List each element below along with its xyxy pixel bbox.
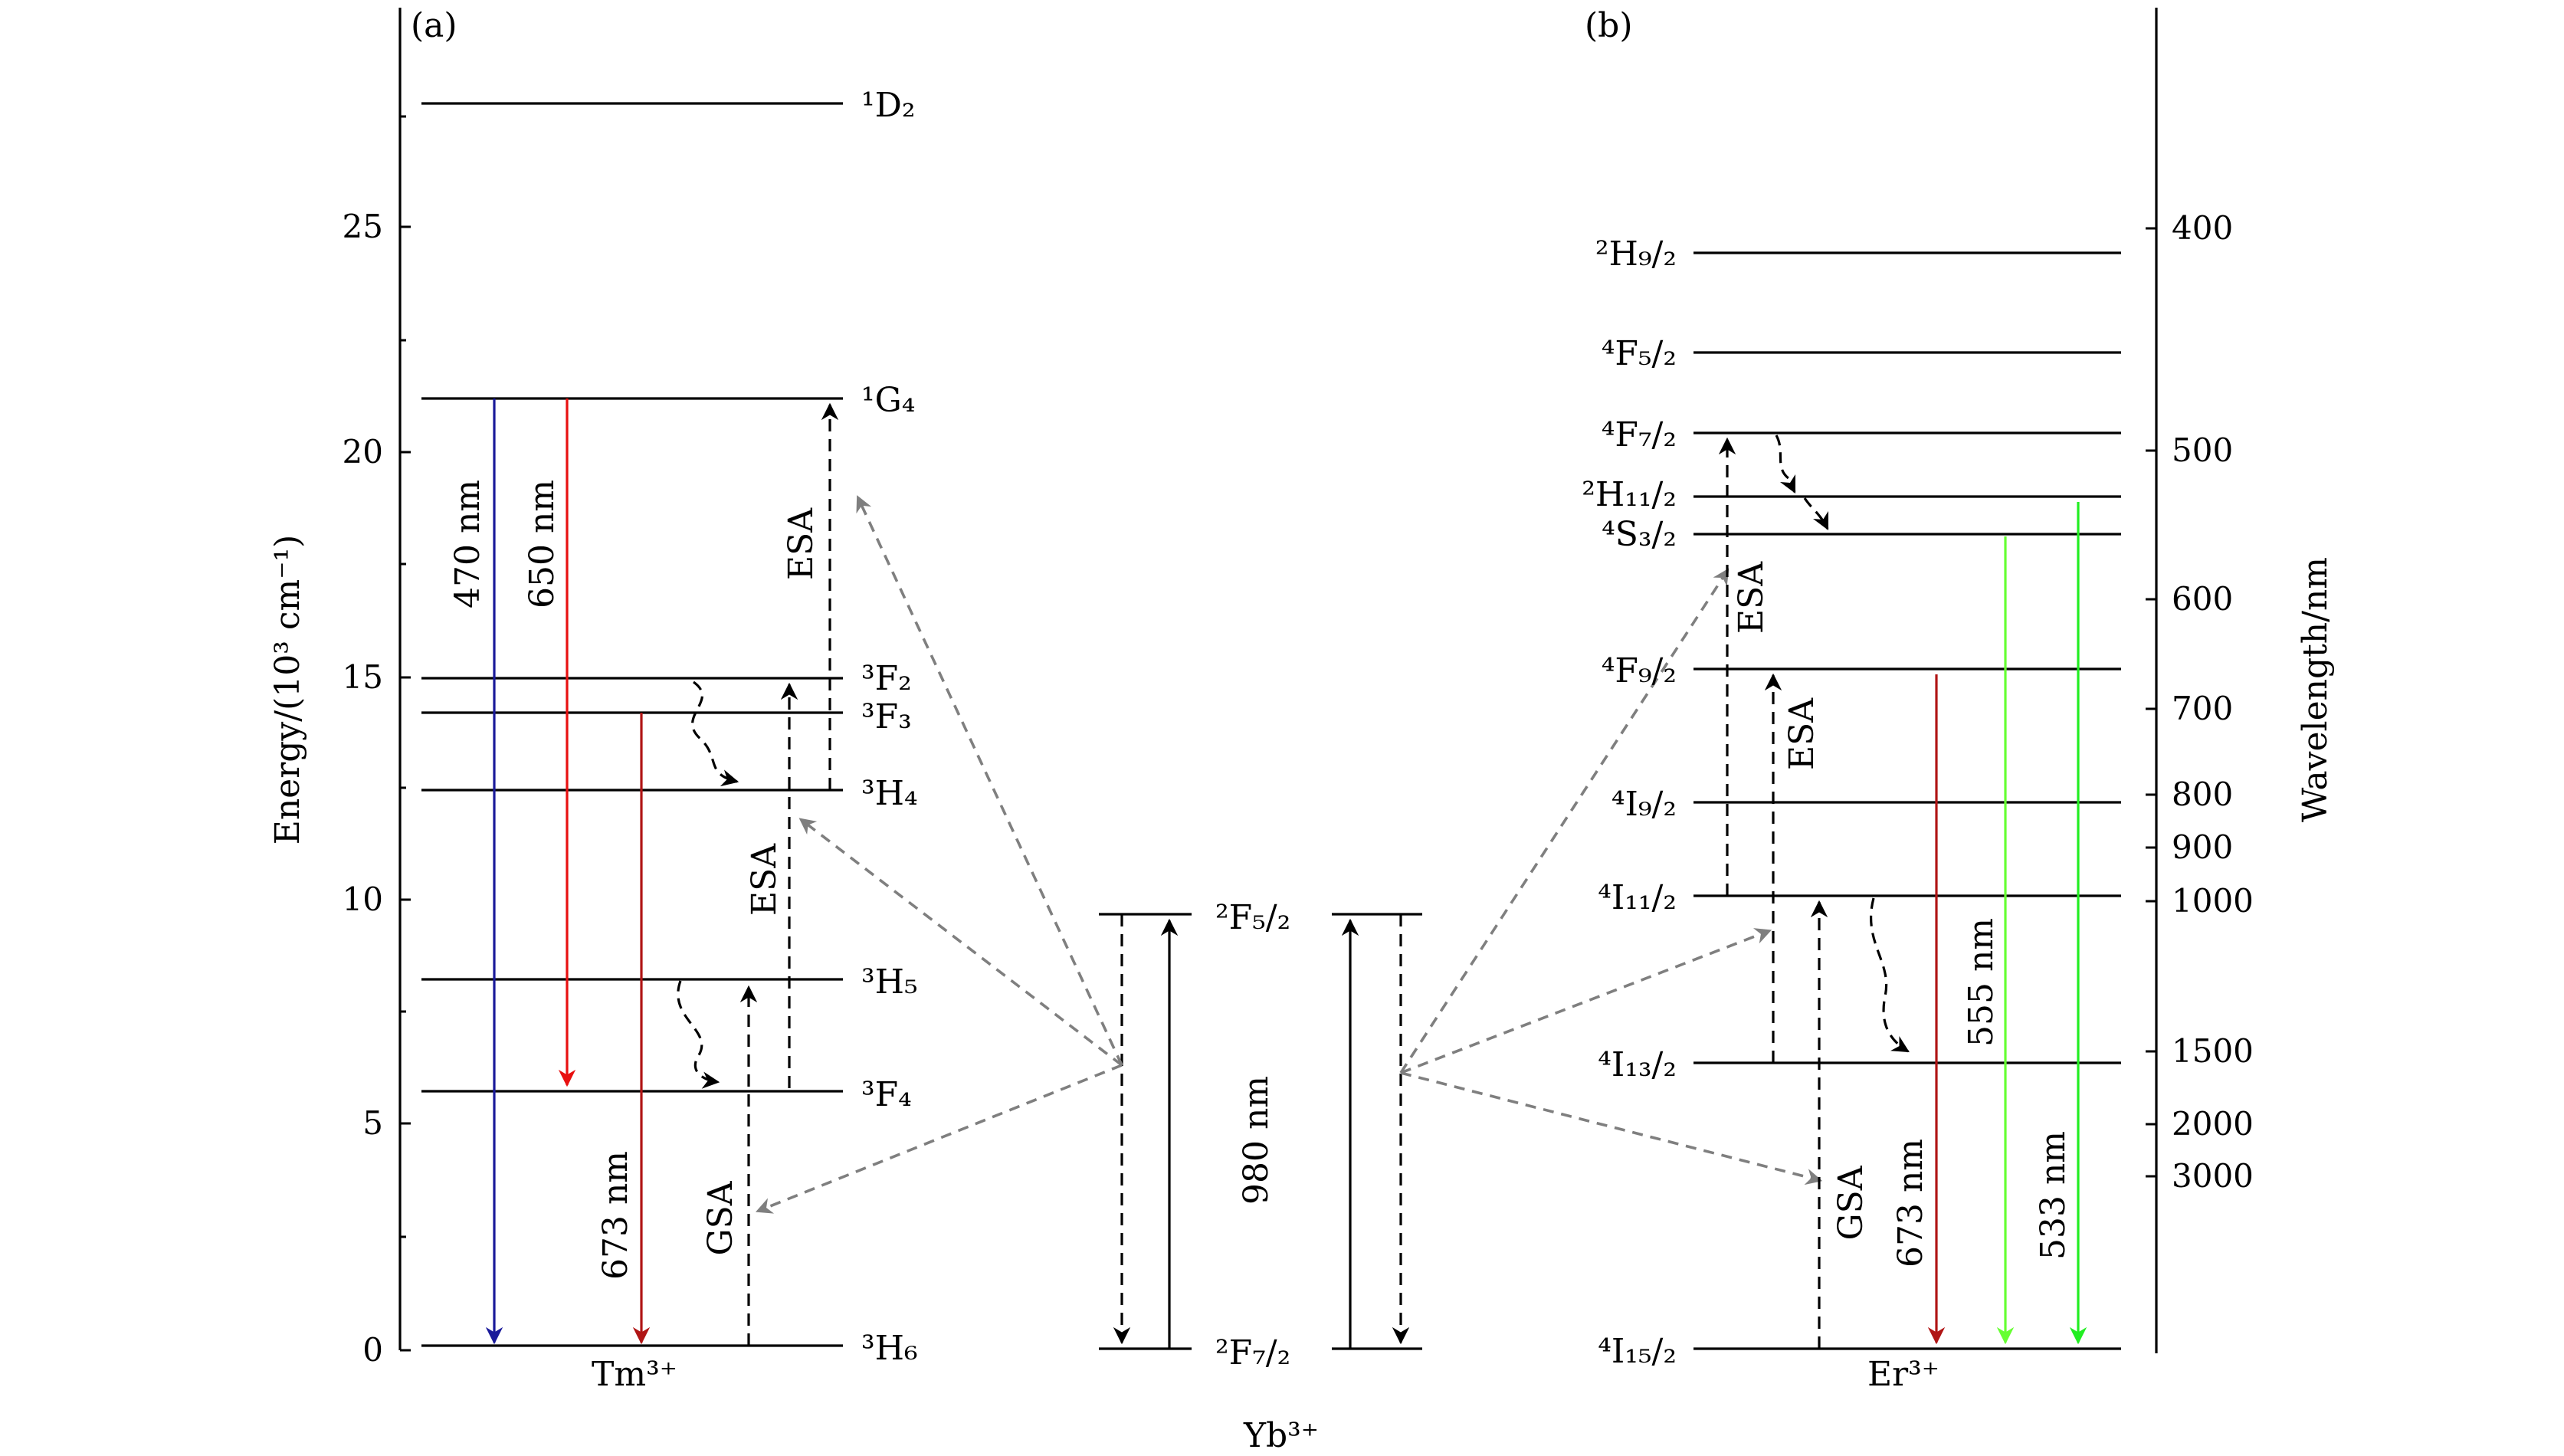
tm-gsa-label: GSA	[701, 1180, 740, 1255]
tm-relaxation-3F3-3H4	[691, 680, 739, 787]
yb-ion-label: Yb³⁺	[1243, 1416, 1319, 1455]
left-tick-label: 15	[343, 658, 383, 696]
yb-level-label: ²F₅/₂	[1215, 898, 1290, 937]
er-673-label: 673 nm	[1891, 1139, 1930, 1267]
left-axis-label: Energy/(10³ cm⁻¹)	[268, 535, 307, 845]
right-tick-label: 900	[2172, 828, 2233, 866]
er-level-label: ⁴I₁₁/₂	[1598, 878, 1677, 917]
tm-transitions: 470 nm 650 nm 673 nm GSA ESA ESA	[448, 398, 839, 1346]
tm-650-label: 650 nm	[523, 480, 562, 608]
right-tick-label: 500	[2172, 431, 2233, 469]
er-relax-2H112-4S32	[1803, 497, 1829, 531]
left-tick-label: 5	[362, 1104, 383, 1142]
er-gsa-label: GSA	[1831, 1165, 1871, 1240]
energy-transfer-arrows	[755, 495, 1823, 1214]
yb-980-label: 980 nm	[1237, 1076, 1276, 1205]
left-tick-label: 0	[362, 1331, 383, 1369]
left-tick-label: 20	[343, 433, 383, 471]
er-level-label: ⁴I₉/₂	[1612, 785, 1677, 824]
right-tick-label: 700	[2172, 690, 2233, 727]
right-axis-label: Wavelength/nm	[2296, 557, 2335, 822]
right-tick-label: 600	[2172, 580, 2233, 618]
tm-level-label: ³H₆	[861, 1329, 918, 1368]
tm-relaxation-3H5-3F4	[677, 980, 720, 1089]
er-ion-label: Er³⁺	[1867, 1355, 1939, 1394]
left-tick-label: 25	[343, 208, 383, 245]
er-level-label: ⁴F₅/₂	[1602, 334, 1677, 373]
tm-ion-label: Tm³⁺	[592, 1355, 677, 1394]
tm-level-label: ³F₂	[861, 659, 912, 698]
yb-levels: ²F₅/₂ ²F₇/₂ Yb³⁺ 980 nm	[1099, 898, 1422, 1455]
tm-673-label: 673 nm	[596, 1151, 635, 1280]
panel-label-b: (b)	[1585, 6, 1633, 45]
tm-470-label: 470 nm	[448, 480, 487, 608]
er-555-label: 555 nm	[1962, 918, 2001, 1047]
tm-level-label: ³H₅	[861, 962, 918, 1002]
er-relax-4F72-2H112	[1775, 435, 1796, 494]
tm-level-label: ³F₃	[861, 697, 912, 736]
tm-levels: ¹D₂ ¹G₄ ³F₂ ³F₃ ³H₄ ³H₅ ³F₄ ³H₆ Tm³⁺	[421, 86, 918, 1394]
right-tick-label: 800	[2172, 776, 2233, 813]
er-level-label: ⁴F₉/₂	[1602, 651, 1677, 690]
er-533-label: 533 nm	[2034, 1131, 2073, 1260]
right-tick-label: 400	[2172, 209, 2233, 247]
er-relax-4I112-4I132	[1870, 897, 1910, 1053]
right-tick-label: 1500	[2172, 1032, 2254, 1070]
er-esa-upper-label: ESA	[1732, 561, 1771, 634]
er-level-label: ⁴I₁₃/₂	[1598, 1045, 1677, 1084]
tm-level-label: ³F₄	[861, 1075, 912, 1114]
er-esa-lower-label: ESA	[1782, 697, 1821, 770]
tm-level-label: ¹D₂	[861, 86, 916, 125]
tm-esa-upper-label: ESA	[782, 507, 821, 580]
right-tick-label: 3000	[2172, 1157, 2254, 1195]
tm-level-label: ¹G₄	[861, 381, 915, 420]
left-tick-label: 10	[343, 880, 383, 918]
er-level-label: ⁴F₇/₂	[1602, 415, 1677, 454]
er-levels: ²H₉/₂ ⁴F₅/₂ ⁴F₇/₂ ²H₁₁/₂ ⁴S₃/₂ ⁴F₉/₂ ⁴I₉…	[1582, 234, 2121, 1394]
panel-label-a: (a)	[411, 6, 457, 45]
tm-level-label: ³H₄	[861, 774, 918, 813]
right-wavelength-axis: 400 500 600 700 800 900 1000 1500 2000 3…	[2146, 8, 2335, 1353]
er-level-label: ²H₁₁/₂	[1582, 475, 1677, 514]
er-level-label: ²H₉/₂	[1595, 234, 1677, 274]
left-energy-axis: 0 5 10 15 20 25 Energy/(10³ cm⁻¹)	[268, 8, 411, 1369]
right-tick-label: 2000	[2172, 1105, 2254, 1143]
er-level-label: ⁴S₃/₂	[1602, 515, 1677, 554]
er-transitions: ESA ESA GSA 673 nm 555 nm 533 nm	[1718, 435, 2087, 1349]
er-level-label: ⁴I₁₅/₂	[1598, 1332, 1677, 1371]
yb-level-label: ²F₇/₂	[1215, 1333, 1290, 1372]
right-tick-label: 1000	[2172, 882, 2254, 920]
tm-esa-lower-label: ESA	[745, 843, 784, 916]
